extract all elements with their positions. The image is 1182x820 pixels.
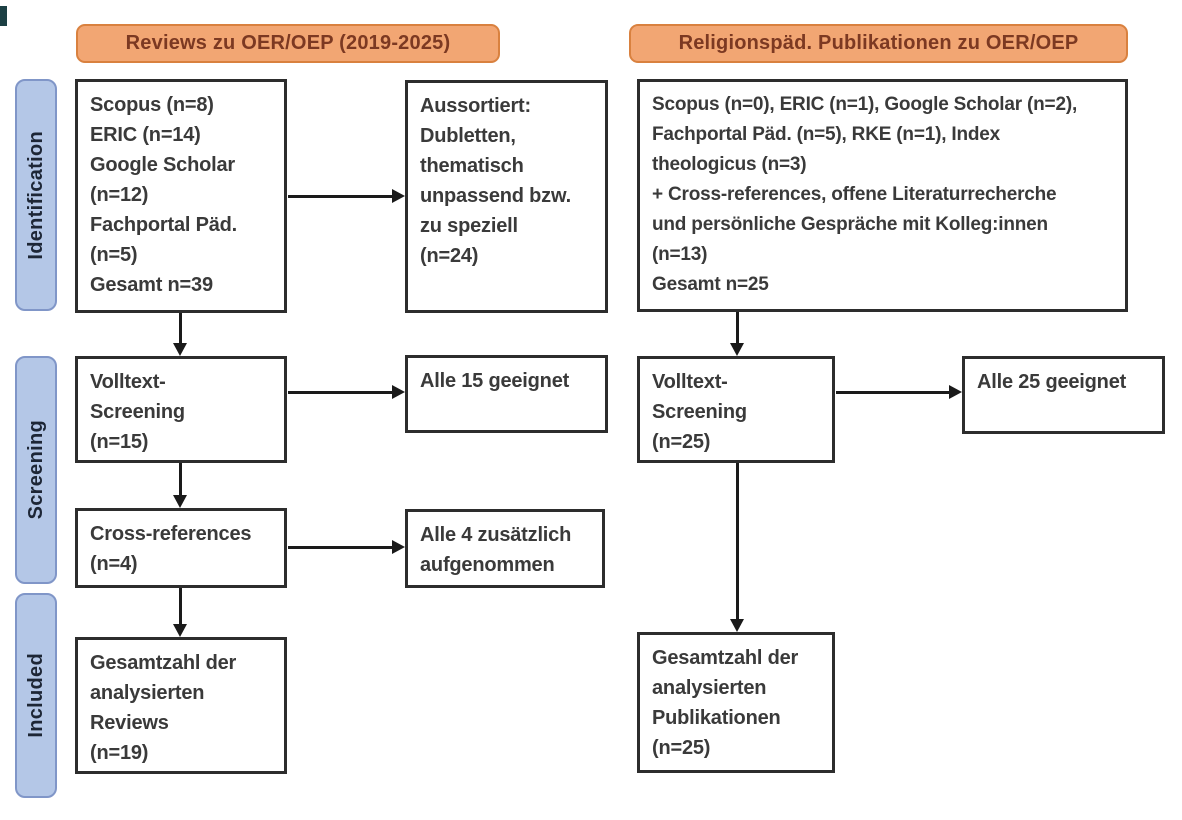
text-line: analysierten xyxy=(90,682,205,704)
stage-label-identification: Identification xyxy=(15,79,57,311)
box-left-cross-references-result: Alle 4 zusätzlich aufgenommen xyxy=(405,509,605,588)
stage-label-included-text: Included xyxy=(24,653,47,738)
text-line: Gesamtzahl der xyxy=(90,652,237,674)
text-line: Volltext- xyxy=(652,371,728,393)
text-line: Gesamt n=39 xyxy=(90,274,213,296)
stage-label-included: Included xyxy=(15,593,57,798)
header-reviews-label: Reviews zu OER/OEP (2019-2025) xyxy=(125,32,451,54)
text-line: (n=25) xyxy=(652,737,711,759)
text-line: (n=15) xyxy=(90,431,149,453)
text-line: (n=24) xyxy=(420,245,479,267)
text-line: Fachportal Päd. (n=5), RKE (n=1), Index xyxy=(652,124,1000,145)
box-left-fulltext-screening: Volltext- Screening (n=15) xyxy=(75,356,287,463)
header-reviews-column: Reviews zu OER/OEP (2019-2025) xyxy=(76,24,500,63)
text-line: Volltext- xyxy=(90,371,166,393)
stage-label-identification-text: Identification xyxy=(24,130,47,260)
stage-label-screening-text: Screening xyxy=(24,420,47,520)
header-religionspaed-label: Religionspäd. Publikationen zu OER/OEP xyxy=(678,32,1079,54)
corner-artifact-mark xyxy=(0,6,7,26)
text-line: Alle 4 zusätzlich xyxy=(420,524,572,546)
box-left-excluded: Aussortiert: Dubletten, thematisch unpassen… xyxy=(405,80,608,313)
text-line: zu speziell xyxy=(420,215,518,237)
text-line: (n=5) xyxy=(90,244,138,266)
box-left-identification-sources: Scopus (n=8) ERIC (n=14) Google Scholar (n=… xyxy=(75,79,287,313)
text-line: Reviews xyxy=(90,712,169,734)
text-line: + Cross-references, offene Literaturrech… xyxy=(652,184,1057,205)
text-line: theologicus (n=3) xyxy=(652,154,807,175)
text-line: Scopus (n=8) xyxy=(90,94,214,116)
text-line: analysierten xyxy=(652,677,767,699)
stage-label-screening: Screening xyxy=(15,356,57,584)
box-right-identification-sources: Scopus (n=0), ERIC (n=1), Google Scholar… xyxy=(637,79,1128,312)
text-line: Scopus (n=0), ERIC (n=1), Google Scholar… xyxy=(652,94,1078,115)
text-line: Cross-references xyxy=(90,523,252,545)
text-line: unpassend bzw. xyxy=(420,185,571,207)
box-left-cross-references: Cross-references (n=4) xyxy=(75,508,287,588)
text-line: Aussortiert: xyxy=(420,95,531,117)
text-line: Fachportal Päd. xyxy=(90,214,238,236)
text-line: Screening xyxy=(90,401,185,423)
text-line: (n=4) xyxy=(90,553,138,575)
text-line: thematisch xyxy=(420,155,524,177)
box-right-fulltext-screening: Volltext- Screening (n=25) xyxy=(637,356,835,463)
text-line: und persönliche Gespräche mit Kolleg:inn… xyxy=(652,214,1048,235)
text-line: Publikationen xyxy=(652,707,781,729)
box-left-fulltext-result: Alle 15 geeignet xyxy=(405,355,608,433)
text-line: (n=12) xyxy=(90,184,149,206)
text-line: (n=13) xyxy=(652,244,708,265)
text-line: Google Scholar xyxy=(90,154,236,176)
text-line: Gesamtzahl der xyxy=(652,647,799,669)
text-line: Alle 15 geeignet xyxy=(420,370,570,392)
text-line: Gesamt n=25 xyxy=(652,274,769,295)
text-line: (n=19) xyxy=(90,742,149,764)
text-line: Alle 25 geeignet xyxy=(977,371,1127,393)
text-line: (n=25) xyxy=(652,431,711,453)
text-line: aufgenommen xyxy=(420,554,555,576)
text-line: Dubletten, xyxy=(420,125,516,147)
box-right-fulltext-result: Alle 25 geeignet xyxy=(962,356,1165,434)
text-line: Screening xyxy=(652,401,747,423)
text-line: ERIC (n=14) xyxy=(90,124,201,146)
header-religionspaed-column: Religionspäd. Publikationen zu OER/OEP xyxy=(629,24,1128,63)
